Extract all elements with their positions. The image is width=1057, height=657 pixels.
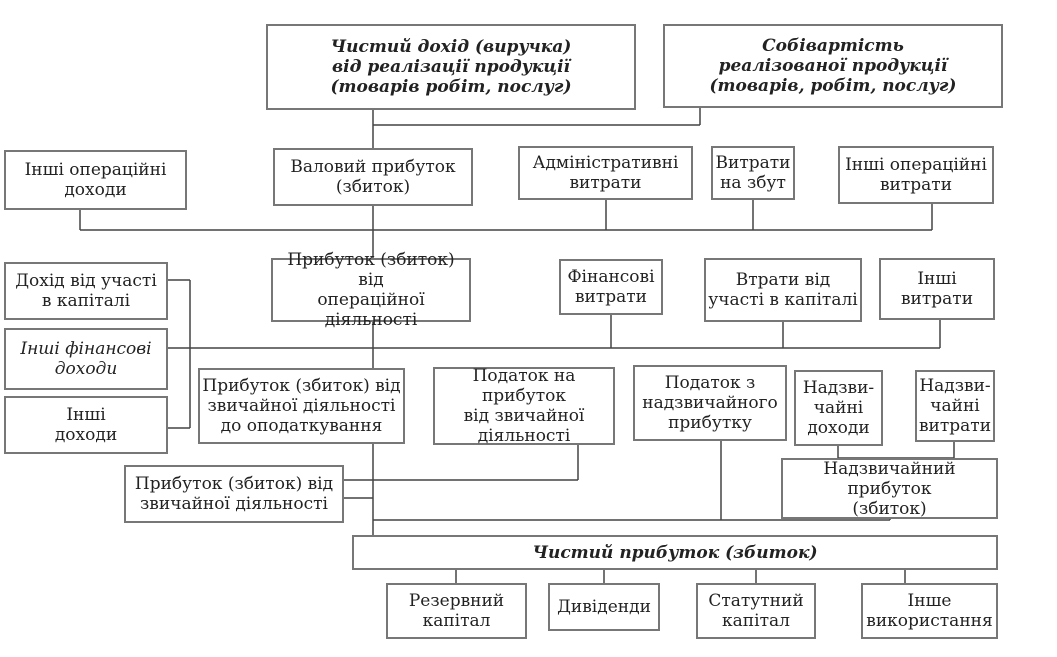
- operating-profit-box: Прибуток (збиток) від операційної діяльн…: [271, 250, 471, 330]
- reserve-capital-box: Резервний капітал: [386, 583, 527, 639]
- participation-income-box: Дохід від участі в капіталі: [4, 262, 168, 320]
- extraordinary-tax-box: Податок з надзвичайного прибутку: [633, 365, 787, 441]
- other-income-box: Інші доходи: [4, 396, 168, 454]
- extraordinary-expenses-box: Надзви- чайні витрати: [915, 370, 995, 442]
- cost-box: Собівартість реалізованої продукції (тов…: [663, 24, 1003, 108]
- authorized-capital-box: Статутний капітал: [696, 583, 816, 639]
- other-use-box: Інше використання: [861, 583, 998, 639]
- ordinary-profit-box: Прибуток (збиток) від звичайної діяльнос…: [124, 465, 344, 523]
- pretax-profit-box: Прибуток (збиток) від звичайної діяльнос…: [198, 368, 405, 444]
- other-financial-income-box: Інші фінансові доходи: [4, 328, 168, 390]
- admin-expenses-box: Адміністративні витрати: [518, 146, 693, 200]
- gross-profit-box: Валовий прибуток (збиток): [273, 148, 473, 206]
- selling-expenses-box: Витрати на збут: [711, 146, 795, 200]
- dividends-box: Дивіденди: [548, 583, 660, 631]
- participation-losses-box: Втрати від участі в капіталі: [704, 258, 862, 322]
- other-operating-income-box: Інші операційні доходи: [4, 150, 187, 210]
- revenue-box: Чистий дохід (виручка) від реалізації пр…: [266, 24, 636, 110]
- extraordinary-profit-box: Надзвичайний прибуток (збиток): [781, 458, 998, 519]
- income-tax-box: Податок на прибуток від звичайної діяльн…: [433, 366, 615, 446]
- net-profit-box: Чистий прибуток (збиток): [352, 535, 998, 570]
- financial-expenses-box: Фінансові витрати: [559, 259, 663, 315]
- other-operating-expenses-box: Інші операційні витрати: [838, 146, 994, 204]
- extraordinary-income-box: Надзви- чайні доходи: [794, 370, 883, 446]
- other-expenses-box: Інші витрати: [879, 258, 995, 320]
